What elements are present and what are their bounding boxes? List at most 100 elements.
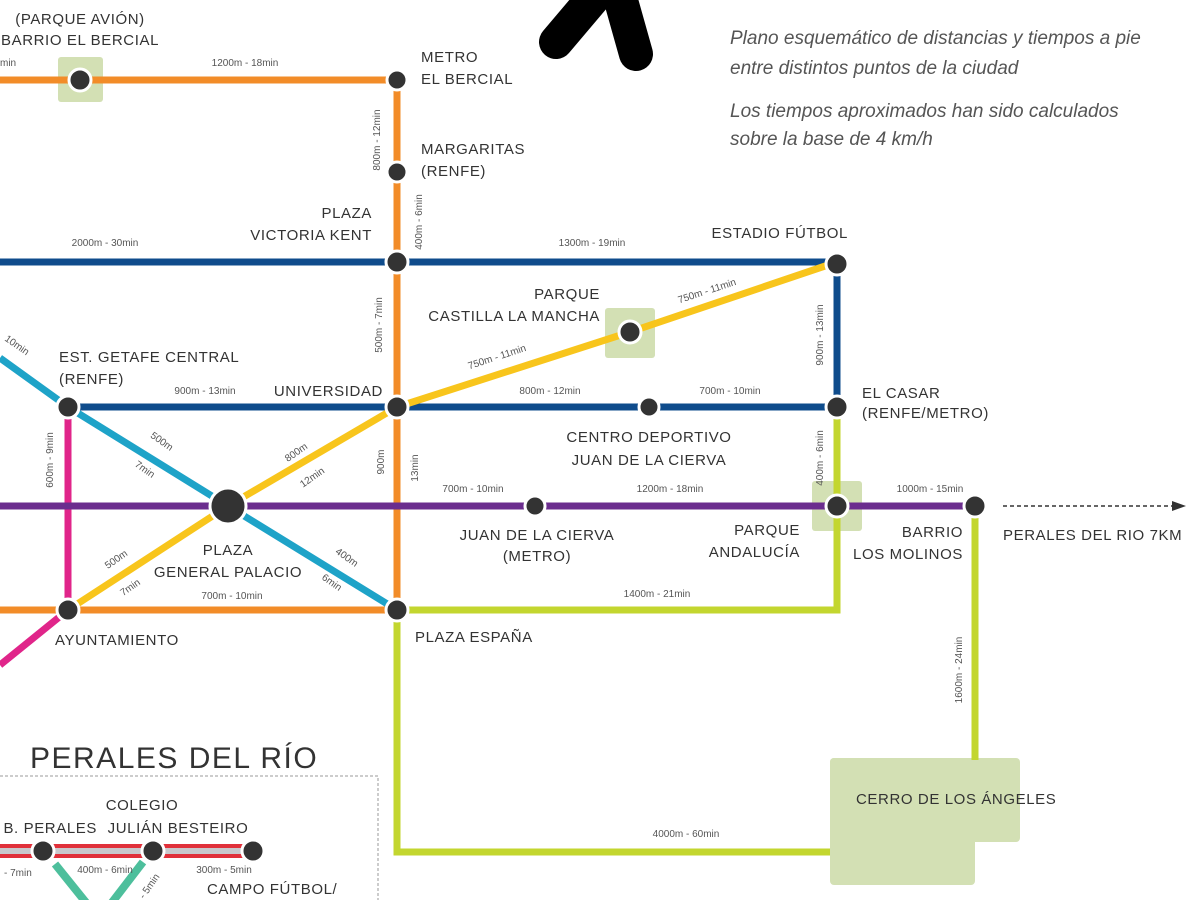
label-margaritas-1: MARGARITAS: [421, 141, 525, 158]
station-castilla-la-mancha[interactable]: [617, 319, 643, 345]
dist-metro-margaritas: 800m - 12min: [372, 109, 383, 170]
dist-bercial-metro: 1200m - 18min: [212, 58, 279, 69]
station-barrio-el-bercial[interactable]: [67, 67, 93, 93]
dist-bercial-left: min: [0, 58, 16, 69]
label-el-casar-2: (RENFE/METRO): [862, 405, 989, 422]
arrow-to-perales: [1003, 501, 1186, 511]
label-campo-futbol: CAMPO FÚTBOL/: [207, 881, 338, 898]
logo-walking-figure: [539, 0, 653, 71]
dist-perales-1: - 7min: [4, 868, 32, 879]
dist-perales-4: 300m - 5min: [196, 865, 252, 876]
label-juan-de-la-cierva-2: (METRO): [503, 548, 571, 565]
park-area-cerro: [830, 758, 1020, 885]
label-centro-deportivo-1: CENTRO DEPORTIVO: [566, 429, 731, 446]
station-getafe-central[interactable]: [55, 394, 81, 420]
dist-ayto-espana: 700m - 10min: [201, 591, 262, 602]
label-castilla-1: PARQUE: [534, 286, 600, 303]
station-victoria-kent[interactable]: [384, 249, 410, 275]
label-barrio-el-bercial-2: BARRIO EL BERCIAL: [1, 32, 159, 49]
station-campo-futbol[interactable]: [240, 838, 266, 864]
label-juan-de-la-cierva-1: JUAN DE LA CIERVA: [460, 527, 615, 544]
label-castilla-2: CASTILLA LA MANCHA: [428, 308, 600, 325]
map-description-line-2: entre distintos puntos de la ciudad: [730, 58, 1020, 79]
station-parque-andalucia[interactable]: [824, 493, 850, 519]
station-margaritas[interactable]: [385, 160, 409, 184]
station-universidad[interactable]: [384, 394, 410, 420]
dist-ayto-palacio-min: 7min: [119, 577, 143, 598]
dist-getafe-ayto: 600m - 9min: [45, 432, 56, 488]
dist-getafe-univ: 900m - 13min: [174, 386, 235, 397]
label-plaza-espana: PLAZA ESPAÑA: [415, 629, 533, 646]
label-metro-el-bercial-2: EL BERCIAL: [421, 71, 513, 88]
label-estadio-futbol: ESTADIO FÚTBOL: [712, 225, 848, 242]
label-getafe-central-1: EST. GETAFE CENTRAL: [59, 349, 239, 366]
label-barrio-el-bercial-1: (PARQUE AVIÓN): [15, 11, 145, 28]
map-note-line-2: sobre la base de 4 km/h: [730, 129, 933, 150]
route-orange: [0, 76, 401, 614]
label-victoria-kent-2: VICTORIA KENT: [250, 227, 372, 244]
dist-kent-estadio: 1300m - 19min: [559, 238, 626, 249]
label-los-molinos-2: LOS MOLINOS: [853, 546, 963, 563]
station-general-palacio[interactable]: [208, 486, 248, 526]
station-el-casar[interactable]: [824, 394, 850, 420]
label-general-palacio-1: PLAZA: [203, 542, 254, 559]
inset-border: [0, 775, 379, 900]
route-lime: [393, 407, 979, 856]
dist-palacio-espana-m: 400m: [333, 546, 360, 569]
perales-title: PERALES DEL RÍO: [30, 742, 318, 775]
station-plaza-espana[interactable]: [384, 597, 410, 623]
station-juan-de-la-cierva[interactable]: [523, 494, 547, 518]
dist-margaritas-kent: 400m - 6min: [414, 194, 425, 250]
dist-blue-left: 2000m - 30min: [72, 238, 139, 249]
label-ayuntamiento: AYUNTAMIENTO: [55, 632, 179, 649]
map-description-line-1: Plano esquemático de distancias y tiempo…: [730, 28, 1141, 49]
dist-molinos-cerro: 1600m - 24min: [954, 637, 965, 704]
label-andalucia-2: ANDALUCÍA: [709, 544, 800, 561]
dist-espana-cerro: 4000m - 60min: [653, 829, 720, 840]
label-getafe-central-2: (RENFE): [59, 371, 124, 388]
dist-purple-1: 700m - 10min: [442, 484, 503, 495]
route-pink: [0, 407, 72, 668]
label-colegio-1: COLEGIO: [106, 797, 179, 814]
dist-estadio-casar: 900m - 13min: [815, 304, 826, 365]
station-metro-el-bercial[interactable]: [385, 68, 409, 92]
dist-perales-3: - 5min: [137, 872, 162, 900]
label-universidad: UNIVERSIDAD: [274, 383, 383, 400]
label-metro-el-bercial-1: METRO: [421, 49, 478, 66]
label-el-casar-1: EL CASAR: [862, 385, 940, 402]
label-los-molinos-1: BARRIO: [902, 524, 963, 541]
dist-getafe-palacio-m: 500m: [148, 430, 175, 453]
label-centro-deportivo-2: JUAN DE LA CIERVA: [572, 452, 727, 469]
label-margaritas-2: (RENFE): [421, 163, 486, 180]
dist-palacio-univ-min: 12min: [298, 466, 327, 491]
label-colegio-2: JULIÁN BESTEIRO: [108, 820, 249, 837]
dist-univ-espana-m: 900m: [376, 449, 387, 474]
label-b-perales: B. PERALES: [3, 820, 97, 837]
label-cerro-de-los-angeles: CERRO DE LOS ÁNGELES: [856, 791, 1056, 808]
station-b-perales[interactable]: [30, 838, 56, 864]
dist-purple-3: 1000m - 15min: [897, 484, 964, 495]
map-note-line-1: Los tiempos aproximados han sido calcula…: [730, 101, 1119, 122]
dist-centro-casar: 700m - 10min: [699, 386, 760, 397]
station-colegio-besteiro[interactable]: [140, 838, 166, 864]
station-barrio-los-molinos[interactable]: [962, 493, 988, 519]
route-cyan: [0, 355, 399, 613]
label-general-palacio-2: GENERAL PALACIO: [154, 564, 302, 581]
dist-perales-2: 400m - 6min: [77, 865, 133, 876]
route-perales-teal: [51, 859, 147, 900]
dist-cyan-left: 10min: [2, 333, 31, 358]
label-perales-7km: PERALES DEL RIO 7KM: [1003, 527, 1182, 544]
dist-casar-andalucia: 400m - 6min: [815, 430, 826, 486]
station-ayuntamiento[interactable]: [55, 597, 81, 623]
dist-ayto-palacio-m: 500m: [103, 548, 130, 571]
station-estadio-futbol[interactable]: [824, 251, 850, 277]
dist-kent-univ: 500m - 7min: [374, 297, 385, 353]
dist-purple-2: 1200m - 18min: [637, 484, 704, 495]
route-perales-red: [0, 844, 253, 858]
dist-univ-espana-min: 13min: [410, 454, 421, 481]
route-blue: [0, 258, 841, 411]
dist-espana-andalucia: 1400m - 21min: [624, 589, 691, 600]
station-centro-deportivo[interactable]: [637, 395, 661, 419]
label-victoria-kent-1: PLAZA: [321, 205, 372, 222]
